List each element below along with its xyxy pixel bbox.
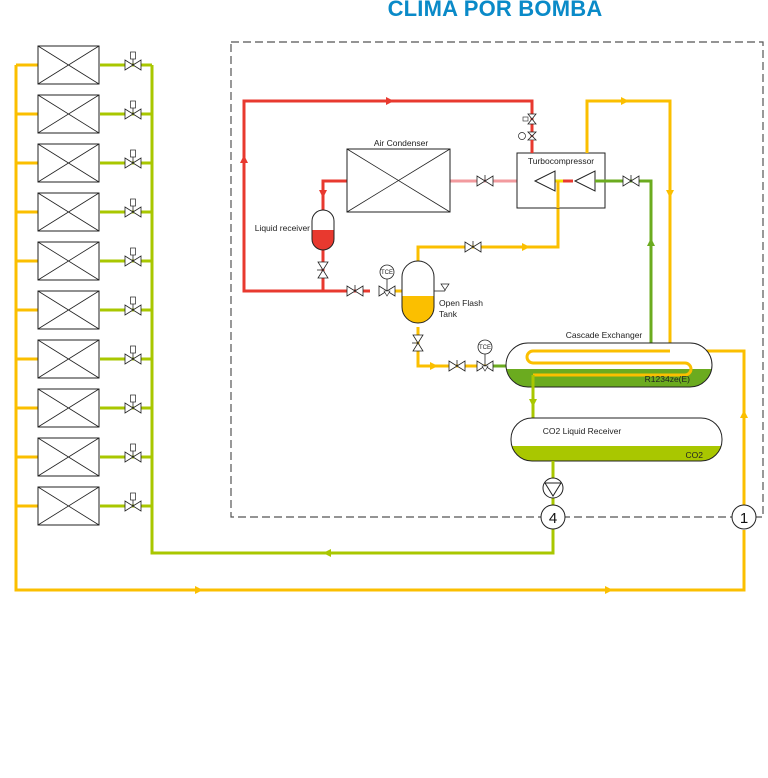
solenoid-valve[interactable] [124, 345, 142, 365]
flow-arrow [386, 97, 394, 105]
flow-arrow [240, 155, 248, 163]
flow-arrow [666, 190, 674, 198]
flow-arrow [195, 586, 203, 594]
flash-tank-outlet-valve[interactable] [412, 334, 424, 352]
diagram-title: CLIMA POR BOMBA [387, 0, 603, 21]
open-flash-tank[interactable] [401, 260, 450, 326]
liquid-receiver[interactable] [311, 209, 335, 251]
cascade-exchanger[interactable] [505, 342, 713, 389]
solenoid-valve[interactable] [124, 296, 142, 316]
pressure-valve[interactable] [518, 131, 537, 141]
service-valve[interactable] [522, 113, 537, 125]
co2-receiver-label: CO2 Liquid Receiver [543, 426, 622, 436]
r1234ze-label: R1234ze(E) [645, 374, 691, 384]
co2-liquid-receiver[interactable] [510, 417, 723, 463]
solenoid-valve[interactable] [124, 51, 142, 71]
tce-label: TCE [479, 345, 491, 351]
evaporator-unit[interactable] [16, 241, 152, 281]
turbocompressor-label: Turbocompressor [528, 156, 594, 166]
flash-tank-label-line2: Tank [439, 309, 458, 319]
expansion-valve-tce-2[interactable]: TCE [476, 339, 494, 372]
solenoid-valve[interactable] [124, 100, 142, 120]
flow-arrow [529, 399, 537, 407]
tce-label: TCE [381, 270, 393, 276]
flow-arrow [430, 362, 438, 370]
evaporator-unit[interactable] [16, 437, 152, 477]
liquid-feed-valve[interactable] [448, 360, 466, 372]
expansion-valve-tce-1[interactable]: TCE [378, 264, 396, 297]
evaporator-unit[interactable] [16, 388, 152, 428]
discharge-valve[interactable] [476, 175, 494, 187]
flow-arrow [647, 238, 655, 246]
flow-arrow [621, 97, 629, 105]
flash-tank-label-line1: Open Flash [439, 298, 483, 308]
node-4: 4 [540, 504, 566, 530]
node-4-label: 4 [549, 510, 557, 527]
refrigerant-coil [525, 349, 693, 377]
solenoid-valve[interactable] [124, 394, 142, 414]
solenoid-valve[interactable] [124, 443, 142, 463]
flow-arrow [319, 190, 327, 198]
co2-pump[interactable] [542, 477, 564, 499]
co2-label: CO2 [686, 450, 704, 460]
evaporator-bank [16, 45, 152, 526]
flow-arrow [323, 549, 331, 557]
evaporator-unit[interactable] [16, 192, 152, 232]
liquid-receiver-label: Liquid receiver [255, 223, 310, 233]
flow-arrow [522, 243, 530, 251]
suction-valve[interactable] [622, 175, 640, 187]
evaporator-unit[interactable] [16, 290, 152, 330]
solenoid-valve[interactable] [124, 149, 142, 169]
node-1-label: 1 [740, 510, 748, 527]
node-1: 1 [731, 504, 757, 530]
air-condenser[interactable] [346, 148, 451, 213]
solenoid-valve[interactable] [124, 492, 142, 512]
cascade-exchanger-label: Cascade Exchanger [566, 330, 643, 340]
flow-arrow [740, 410, 748, 418]
solenoid-valve[interactable] [124, 198, 142, 218]
co2-vapor-line [595, 179, 653, 343]
receiver-outlet-valve[interactable] [317, 261, 329, 279]
plant-boundary [230, 41, 764, 518]
solenoid-valve[interactable] [124, 247, 142, 267]
evaporator-unit[interactable] [16, 339, 152, 379]
evaporator-unit[interactable] [16, 45, 152, 85]
turbocompressor[interactable] [516, 140, 606, 209]
evaporator-unit[interactable] [16, 94, 152, 134]
air-condenser-label: Air Condenser [374, 138, 429, 148]
green-co2-loop [150, 65, 555, 555]
liquid-line-valve[interactable] [346, 285, 364, 297]
flow-arrow [605, 586, 613, 594]
flash-gas-valve[interactable] [464, 241, 482, 253]
yellow-circuit [416, 99, 672, 368]
evaporator-unit[interactable] [16, 143, 152, 183]
